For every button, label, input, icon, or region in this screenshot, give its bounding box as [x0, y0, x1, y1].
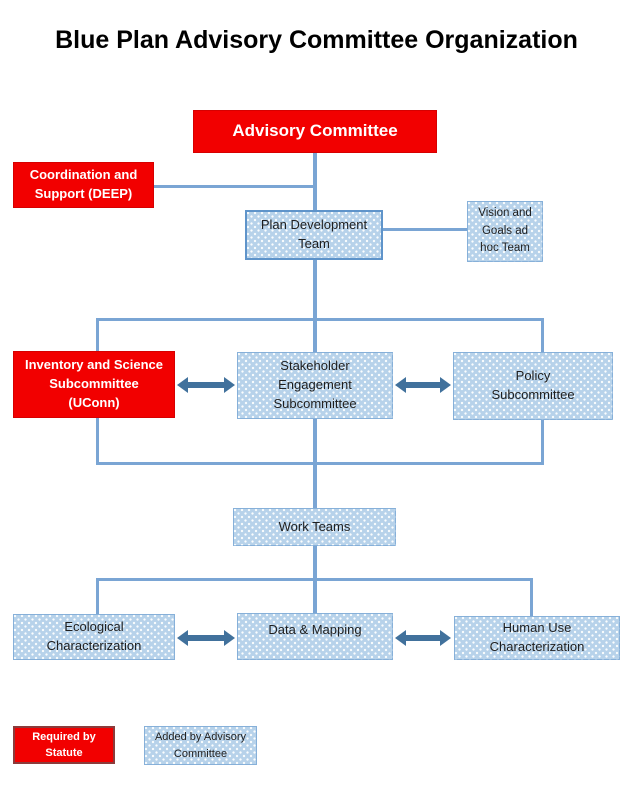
node-label: Stakeholder [280, 358, 350, 374]
bracket-workteams [96, 578, 533, 581]
arrowhead-left-icon [395, 630, 406, 646]
legend-label: Statute [45, 747, 83, 759]
node-advisory-committee: Advisory Committee [193, 110, 437, 153]
node-label: Plan Development [260, 217, 368, 233]
node-plan-development-team: Plan Development Team [245, 210, 383, 260]
node-label: Inventory and Science [25, 357, 163, 373]
node-label: Coordination and [29, 167, 138, 183]
node-stakeholder-engagement-subcommittee: Stakeholder Engagement Subcommittee [237, 352, 393, 419]
bracket-subcommittees-top [96, 318, 544, 321]
node-human-use-characterization: Human Use Characterization [454, 616, 620, 660]
node-label: Engagement [278, 377, 352, 393]
legend-label: Required by [32, 730, 96, 743]
connector-plandev-stakeholder [313, 259, 317, 353]
node-coordination-support: Coordination and Support (DEEP) [13, 162, 154, 208]
node-label: Vision and [478, 206, 532, 219]
node-label: Support (DEEP) [34, 186, 133, 201]
node-ecological-characterization: Ecological Characterization [13, 614, 175, 660]
node-label: Goals ad [481, 224, 529, 237]
connector-policy-down [541, 420, 544, 465]
arrowhead-right-icon [440, 630, 451, 646]
node-label: hoc Team [480, 242, 530, 255]
arrowhead-left-icon [177, 377, 188, 393]
node-label: Subcommittee [273, 395, 357, 411]
bracket-subcommittees-bottom [96, 462, 544, 465]
node-label: Subcommittee [491, 387, 575, 402]
bracket-drop-ecological [96, 578, 99, 615]
node-label: Subcommittee [49, 376, 139, 392]
bracket-drop-humanuse [530, 578, 533, 617]
legend-added-by-advisory-committee: Added by Advisory Committee [144, 726, 257, 765]
double-arrow-inventory-stakeholder [177, 377, 235, 393]
node-label: Advisory Committee [232, 121, 398, 141]
arrowhead-right-icon [224, 630, 235, 646]
node-label: Policy [515, 368, 551, 384]
node-label: Human Use [502, 620, 572, 636]
connector-coordination [154, 185, 315, 188]
arrowhead-right-icon [440, 377, 451, 393]
connector-inventory-down [96, 418, 99, 465]
double-arrow-datamapping-humanuse [395, 630, 451, 646]
legend-label: Added by Advisory [154, 731, 247, 743]
double-arrow-stakeholder-policy [395, 377, 451, 393]
bracket-left-drop-inventory [96, 318, 99, 352]
legend-required-by-statute: Required by Statute [13, 726, 115, 764]
node-label: Characterization [489, 639, 585, 654]
node-work-teams: Work Teams [233, 508, 396, 546]
bracket-right-drop-policy [541, 318, 544, 353]
connector-vision [383, 228, 467, 231]
arrow-shaft [188, 382, 224, 388]
arrow-shaft [406, 382, 440, 388]
page-title: Blue Plan Advisory Committee Organizatio… [55, 26, 578, 54]
arrowhead-left-icon [395, 377, 406, 393]
legend-label: Committee [173, 747, 228, 760]
arrowhead-left-icon [177, 630, 188, 646]
arrowhead-right-icon [224, 377, 235, 393]
double-arrow-ecological-datamapping [177, 630, 235, 646]
connector-advisory-plandev [313, 153, 317, 211]
node-data-mapping: Data & Mapping [237, 613, 393, 660]
node-label: Team [298, 236, 330, 251]
node-vision-goals-adhoc-team: Vision and Goals ad hoc Team [467, 201, 543, 262]
node-label: Characterization [46, 638, 142, 653]
node-label: (UConn) [68, 394, 120, 410]
arrow-shaft [406, 635, 440, 641]
arrow-shaft [188, 635, 224, 641]
node-inventory-science-subcommittee: Inventory and Science Subcommittee (UCon… [13, 351, 175, 418]
node-label: Data & Mapping [268, 622, 362, 637]
node-label: Ecological [64, 619, 124, 635]
node-policy-subcommittee: Policy Subcommittee [453, 352, 613, 420]
node-label: Work Teams [278, 518, 351, 534]
